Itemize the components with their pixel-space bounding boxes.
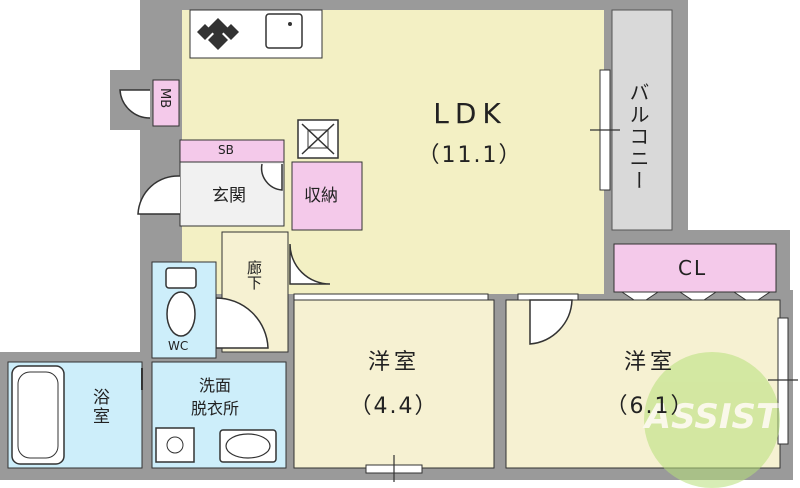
corridor-label: 廊下: [245, 260, 263, 290]
wash-basin-icon: [219, 429, 277, 463]
window-bottom: [365, 455, 423, 482]
cl-closet: [613, 243, 777, 293]
bathtub-icon: [11, 365, 65, 465]
bath-label: 浴室: [89, 388, 109, 426]
ldk-size: （11.1）: [417, 143, 523, 168]
washer-pan-icon: [155, 427, 195, 463]
storage-room: [291, 161, 363, 231]
ventilation-fan-icon: [297, 119, 339, 159]
door-swing-icon: [289, 243, 331, 285]
mb-label: MB: [157, 88, 172, 109]
window-right: [768, 317, 798, 445]
balcony-label: バルコニー: [626, 82, 650, 192]
wc-label: WC: [168, 339, 189, 353]
closet-doors: [620, 291, 772, 305]
ldk-label: LDK: [433, 97, 507, 130]
watermark-logo: ASSIST: [642, 352, 782, 488]
sink-icon: [265, 13, 303, 49]
svg-text:ASSIST: ASSIST: [642, 397, 782, 437]
door-swing-icon: [260, 163, 283, 191]
cl-label: CL: [678, 256, 708, 280]
western-room-1-label: 洋室: [367, 350, 420, 375]
door-swing-icon: [137, 175, 181, 215]
stove-icon: [197, 18, 239, 50]
mb-closet: [152, 79, 180, 127]
genkan-label: 玄関: [212, 186, 246, 206]
washroom-label: 洗面 脱衣所: [190, 376, 239, 419]
door-swing-icon: [529, 299, 573, 345]
door-swing-icon: [119, 89, 151, 119]
balcony-area: [611, 9, 673, 231]
sb-label: SB: [218, 143, 234, 157]
western-room-1: [293, 299, 495, 469]
western-room-1-size: （4.4）: [349, 394, 439, 419]
door-swing-icon: [215, 297, 269, 349]
closet-sliding-doors: [293, 293, 579, 301]
western-room-2-label: 洋室: [623, 350, 676, 375]
toilet-icon: [165, 267, 197, 337]
western-room-2-size: （6.1）: [605, 394, 695, 419]
balcony-window: [590, 69, 620, 191]
storage-label: 収納: [304, 186, 338, 206]
